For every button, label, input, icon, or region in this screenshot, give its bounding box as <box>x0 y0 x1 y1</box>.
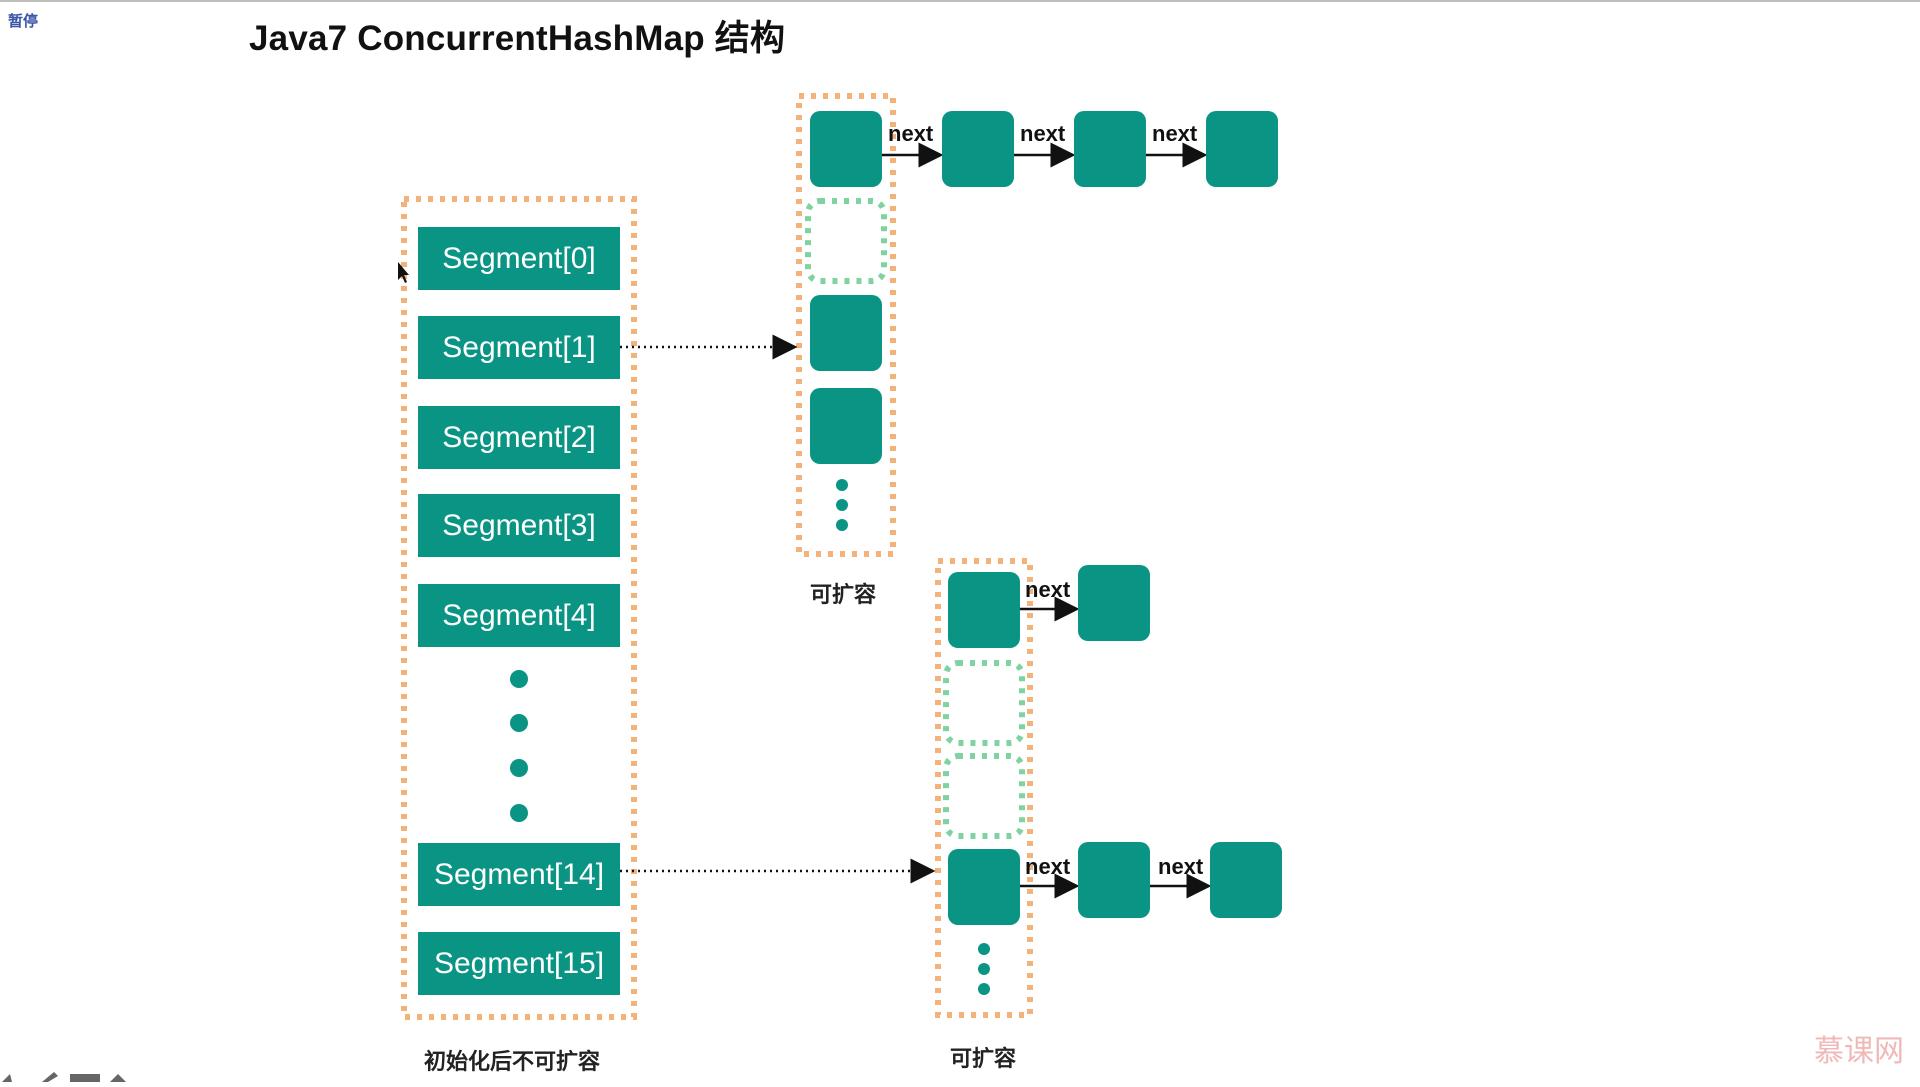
ellipsis-dot <box>978 943 990 955</box>
linked-node <box>942 111 1014 187</box>
ellipsis-dot <box>510 759 528 777</box>
ellipsis-dot <box>836 519 848 531</box>
table-top-node-2 <box>810 295 882 371</box>
redo-icon <box>110 1074 126 1082</box>
linked-node <box>1210 842 1282 918</box>
player-toolbar[interactable] <box>0 1066 150 1082</box>
linked-node <box>1074 111 1146 187</box>
segment-box: Segment[15] <box>418 932 620 995</box>
pause-badge[interactable]: 暂停 <box>8 12 39 30</box>
next-label: next <box>1152 121 1198 146</box>
next-label: next <box>1025 577 1071 602</box>
table-top-node-0 <box>810 111 882 187</box>
table-bottom-caption: 可扩容 <box>950 1047 1017 1072</box>
next-label: next <box>1158 854 1204 879</box>
segment-box: Segment[1] <box>418 316 620 379</box>
ellipsis-dot <box>836 499 848 511</box>
table-top-caption: 可扩容 <box>810 583 877 608</box>
linked-node <box>1078 565 1150 641</box>
ellipsis-dot <box>978 983 990 995</box>
table-bottom-container <box>935 558 1033 1018</box>
screen-icon <box>70 1074 100 1082</box>
table-bottom-empty-slot <box>943 660 1025 746</box>
linked-node <box>1078 842 1150 918</box>
table-bottom-node-0 <box>948 572 1020 648</box>
ellipsis-dot <box>510 804 528 822</box>
top-border <box>0 0 1920 2</box>
segment-box: Segment[2] <box>418 406 620 469</box>
table-bottom-empty-slot <box>943 753 1025 839</box>
pen-icon <box>42 1072 58 1082</box>
segment-array-caption: 初始化后不可扩容 <box>424 1050 601 1075</box>
ellipsis-dot <box>510 714 528 732</box>
watermark: 慕课网 <box>1814 1034 1904 1069</box>
linked-node <box>1206 111 1278 187</box>
ellipsis-dot <box>978 963 990 975</box>
segment-box: Segment[14] <box>418 843 620 906</box>
next-label: next <box>1025 854 1071 879</box>
table-bottom-node-3 <box>948 849 1020 925</box>
ellipsis-dot <box>510 670 528 688</box>
cursor-icon <box>398 262 409 283</box>
segment-array-container <box>401 196 637 1020</box>
next-label: next <box>888 121 934 146</box>
ellipsis-dot <box>836 479 848 491</box>
segment-box: Segment[0] <box>418 227 620 290</box>
undo-icon <box>2 1074 12 1082</box>
table-top-node-3 <box>810 388 882 464</box>
table-top-empty-slot <box>805 198 887 284</box>
segment-box: Segment[4] <box>418 584 620 647</box>
segment-box: Segment[3] <box>418 494 620 557</box>
next-label: next <box>1020 121 1066 146</box>
diagram-title: Java7 ConcurrentHashMap 结构 <box>249 19 786 58</box>
